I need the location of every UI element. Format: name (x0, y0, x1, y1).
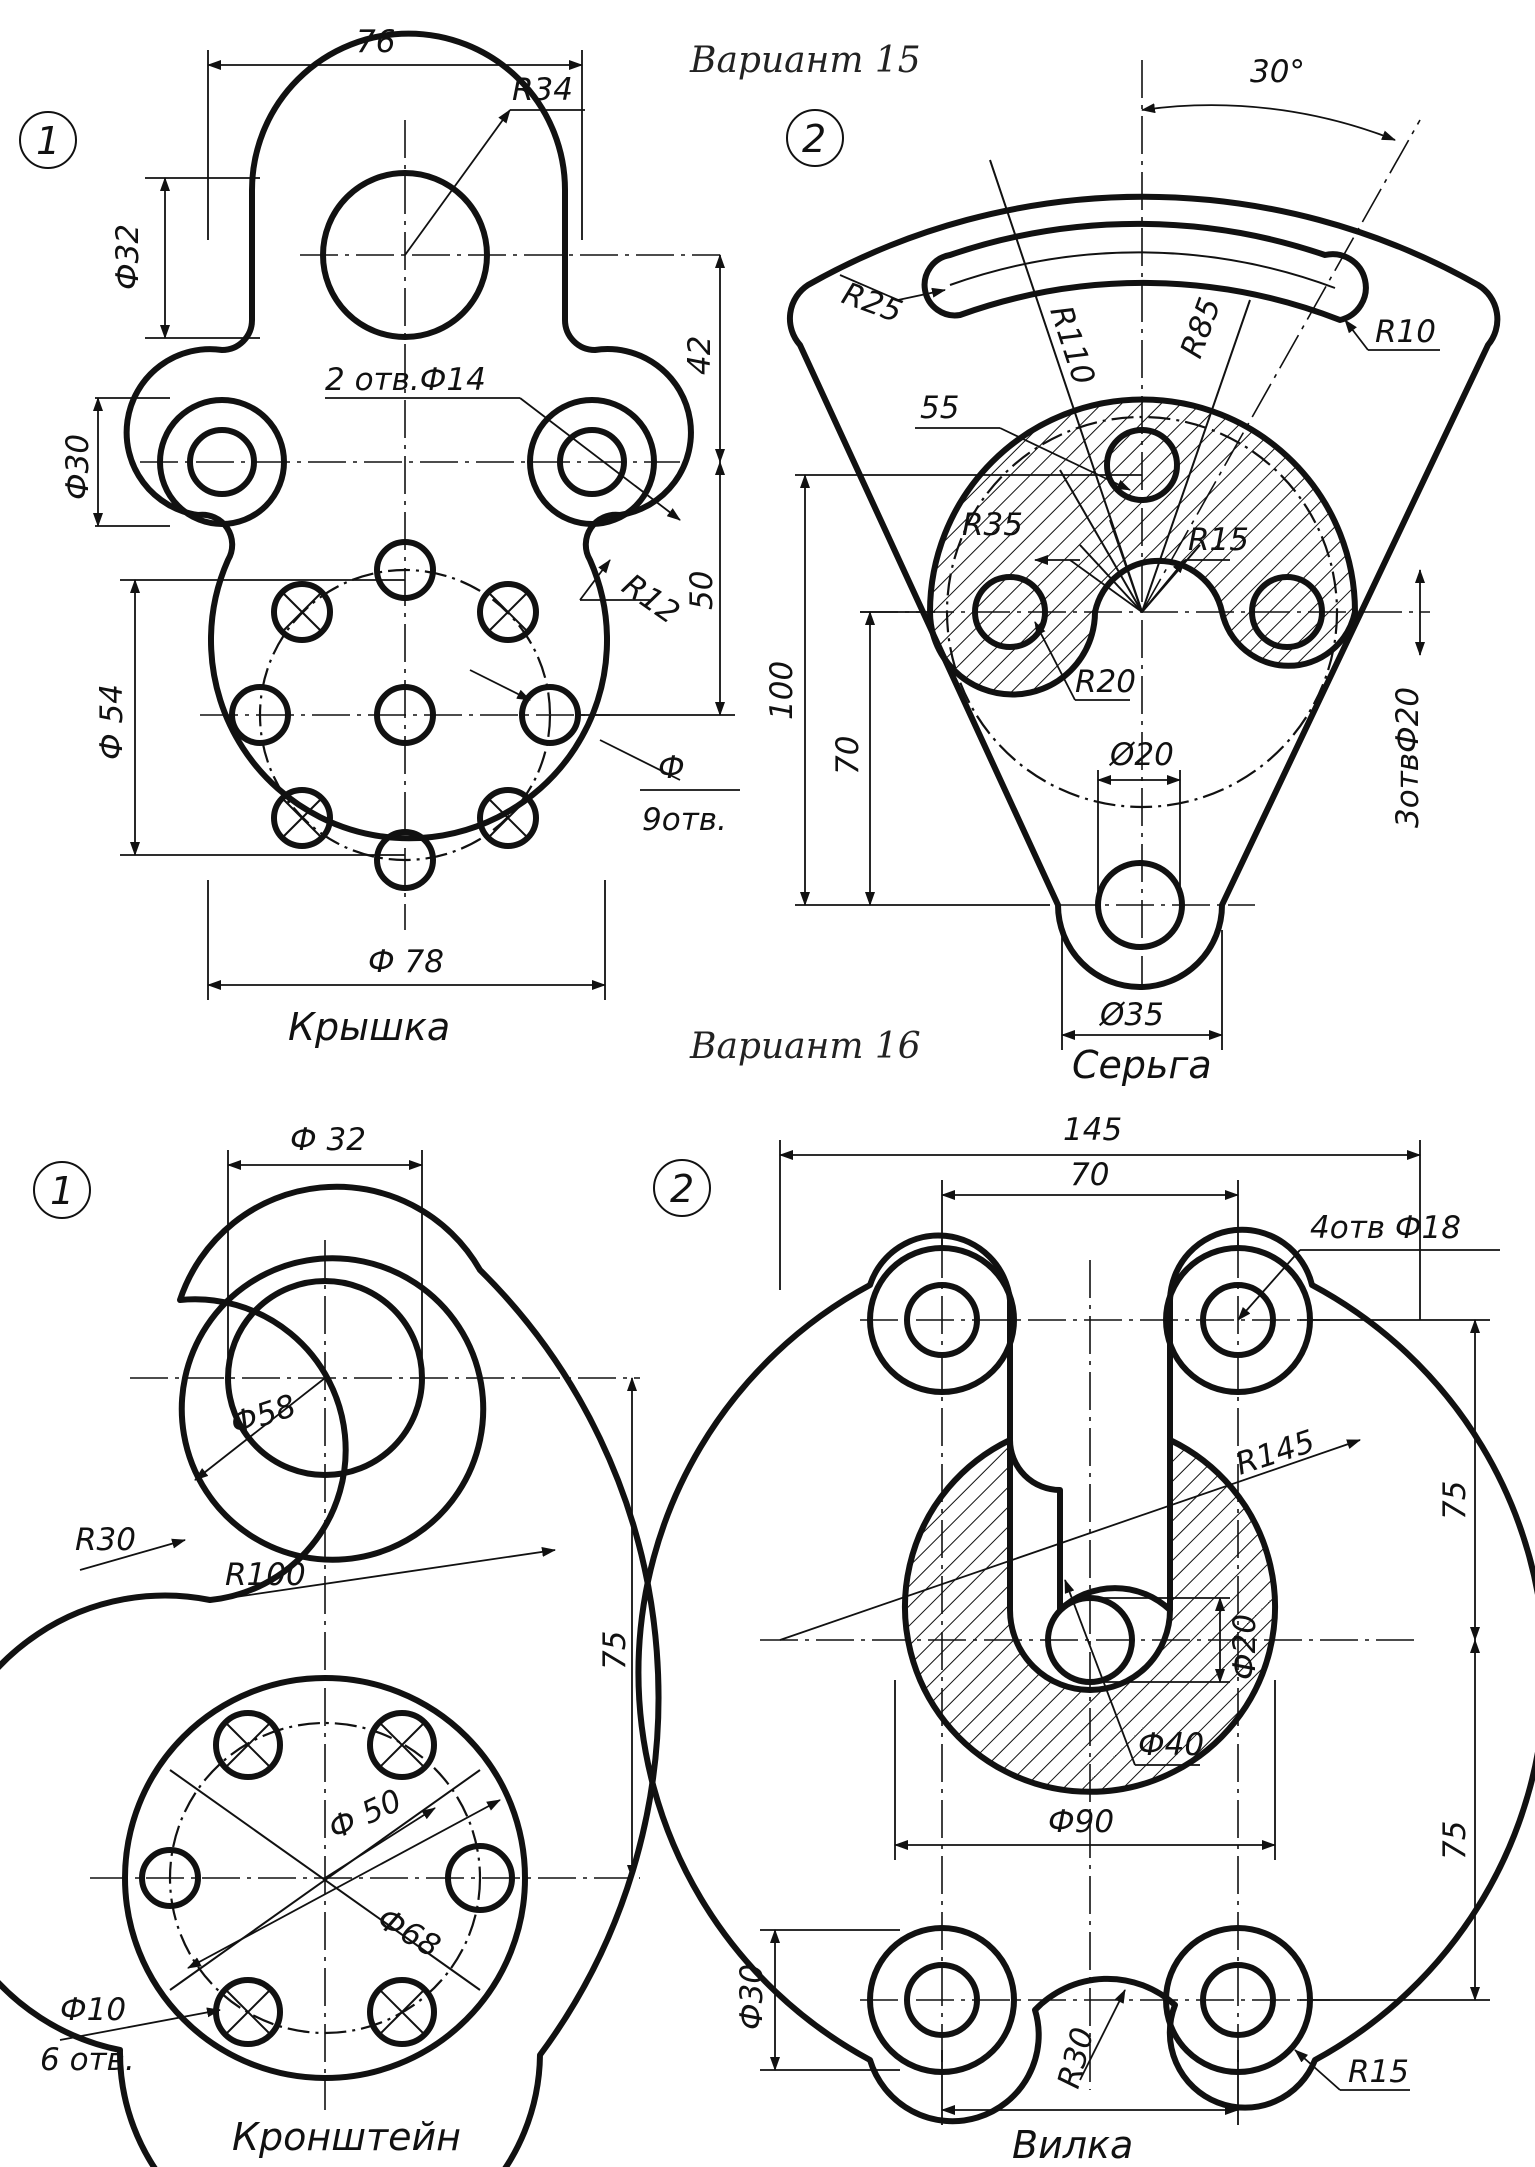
part-d-dim-r145: R145 (1231, 1423, 1319, 1482)
part-b-dim-r10: R10 (1375, 314, 1436, 350)
part-c-axes (90, 1240, 640, 2110)
part-b-dim-r25: R25 (837, 276, 907, 331)
part-a-dim-2holes: 2 отв.Ф14 (325, 362, 486, 398)
part-a-dim-d54: Ф 54 (94, 684, 130, 760)
part-b-dim-100: 100 (764, 661, 800, 720)
part-a-number-circle (19, 111, 77, 169)
part-c-number-circle (33, 1161, 91, 1219)
part-b-dim-d20: Ø20 (1108, 737, 1174, 773)
part-a-outline (123, 30, 694, 842)
part-c-dim-r30: R30 (75, 1522, 136, 1558)
part-b-dim-r15: R15 (1188, 522, 1249, 558)
variant-16-caption: Вариант 16 (689, 1026, 921, 1067)
part-b-axes (860, 60, 1430, 990)
part-c-number: 1 (50, 1169, 74, 1213)
part-d-dim-145: 145 (1063, 1112, 1122, 1148)
part-c-dim-d68: Ф68 (371, 1901, 446, 1965)
part-b-dim-70: 70 (830, 736, 866, 775)
part-vilka: 2 (635, 1112, 1535, 2167)
part-a-dim-d32: Ф32 (110, 224, 146, 290)
part-a-dimension-labels: 76 R34 Ф32 42 2 отв.Ф14 Ф30 50 R12 Ф 54 … (60, 24, 727, 980)
part-a-dim-50: 50 (684, 571, 720, 610)
part-d-dim-d20: Ф20 (1227, 1614, 1263, 1680)
part-a-dim-9holes: 9отв. (642, 802, 727, 838)
part-d-dim-r30: R30 (1051, 2024, 1102, 2092)
part-b-number: 2 (802, 117, 826, 161)
part-kronshtein: 1 (0, 1122, 662, 2167)
part-b-outline (786, 193, 1501, 990)
part-c-dim-d50: Ф 50 (323, 1783, 407, 1848)
part-d-dimension-lines (760, 1140, 1500, 2125)
part-d-number: 2 (670, 1167, 694, 1211)
part-a-dim-d78: Ф 78 (368, 944, 444, 980)
part-b-section-outline (927, 396, 1358, 698)
variant-15-caption: Вариант 15 (689, 40, 921, 81)
part-d-section-outline (902, 1437, 1278, 1795)
part-kryshka: 1 (19, 24, 740, 1049)
part-c-upper-boss (178, 1255, 487, 1563)
part-d-dim-r15: R15 (1348, 2054, 1409, 2090)
part-b-section-hatch (930, 399, 1355, 695)
part-b-dim-55: 55 (920, 390, 959, 426)
part-d-section-hatch (905, 1440, 1276, 1792)
part-a-dim-r34: R34 (512, 72, 573, 108)
part-c-outline (0, 1183, 662, 2167)
part-d-dim-d30: Ф30 (734, 1964, 770, 2030)
part-d-name: Вилка (1012, 2123, 1133, 2167)
part-b-number-circle (786, 109, 844, 167)
part-b-dimension-lines (795, 103, 1440, 1050)
part-b-name: Серьга (1072, 1043, 1212, 1087)
part-a-crossed-holes (281, 591, 529, 839)
part-d-dimension-labels: 145 70 4отв Ф18 R145 75 75 Ф20 Ф40 Ф90 Ф… (734, 1112, 1473, 2092)
part-d-number-circle (653, 1159, 711, 1217)
part-c-dim-d32: Ф 32 (290, 1122, 366, 1158)
part-c-dim-d58: Ф58 (226, 1388, 300, 1443)
part-b-dim-3holes: 3отвФ20 (1390, 687, 1426, 828)
part-d-dim-d90: Ф90 (1048, 1804, 1114, 1840)
part-a-dim-r12: R12 (615, 567, 686, 631)
part-a-dim-42: 42 (682, 336, 718, 375)
part-c-dimension-lines (59, 1150, 637, 2041)
part-a-name: Крышка (288, 1005, 450, 1049)
part-d-axes (760, 1240, 1420, 2090)
part-b-dim-r20: R20 (1075, 664, 1136, 700)
part-b-dim-r35: R35 (962, 507, 1023, 543)
part-c-dim-6holes: 6 отв. (40, 2042, 135, 2078)
part-c-dim-75: 75 (597, 1631, 633, 1670)
part-d-dim-4holes: 4отв Ф18 (1310, 1210, 1461, 1246)
part-c-name: Кронштейн (232, 2115, 461, 2159)
part-d-dim-70: 70 (1070, 1157, 1109, 1193)
part-b-radial-lines (989, 159, 1251, 613)
part-serga: 2 (764, 54, 1501, 1087)
part-b-dim-r85: R85 (1174, 293, 1229, 363)
part-b-dim-30deg: 30° (1250, 54, 1305, 90)
part-a-dimension-lines (93, 50, 740, 1000)
part-b-slot (921, 220, 1369, 323)
part-a-dim-d30: Ф30 (60, 434, 96, 500)
part-b-dim-d35: Ø35 (1098, 997, 1164, 1033)
part-d-dim-75-lower: 75 (1437, 1821, 1473, 1860)
part-d-dim-75-upper: 75 (1437, 1481, 1473, 1520)
part-a-dim-d: Ф (658, 750, 685, 786)
part-c-dim-r100: R100 (225, 1557, 306, 1593)
part-a-dim-76: 76 (356, 24, 395, 60)
part-c-dim-d10: Ф10 (60, 1992, 126, 2028)
part-a-number: 1 (36, 119, 60, 163)
part-d-outline (635, 1226, 1535, 2125)
part-d-dim-d40: Ф40 (1138, 1727, 1204, 1763)
